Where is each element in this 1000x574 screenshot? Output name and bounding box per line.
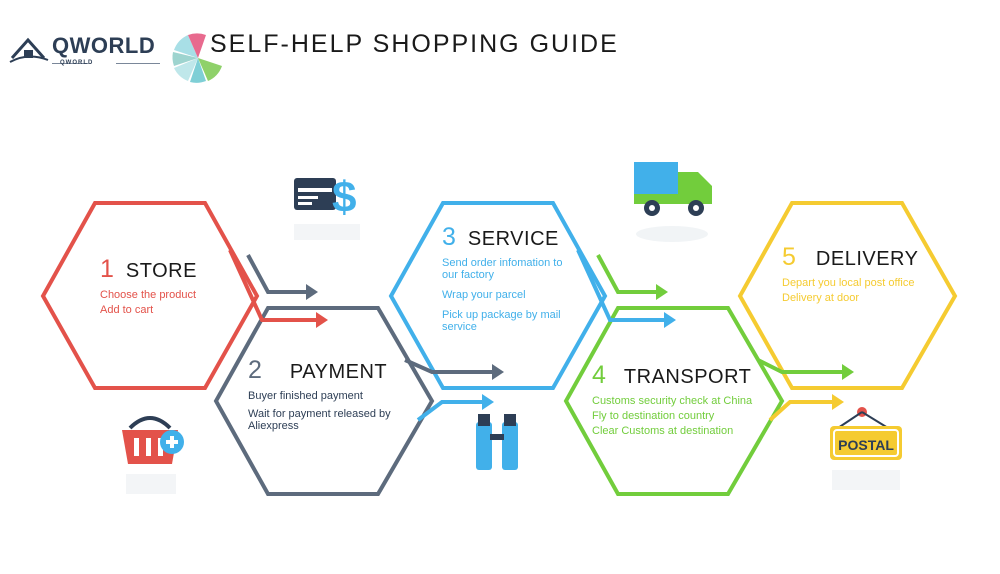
step-service: 3 SERVICE Send order infomation to our fa… (442, 224, 572, 333)
service-connector-lower (416, 400, 488, 422)
logo-divider-left (52, 63, 88, 64)
logo-subtext: QWORLD (60, 60, 94, 66)
step-number: 1 (100, 255, 114, 283)
step-number: 3 (442, 223, 456, 251)
service-connector-arrow (576, 249, 670, 322)
step-line: Wait for payment released by Aliexpress (248, 408, 391, 432)
store-arrowhead (316, 312, 328, 328)
step-line: Clear Customs at destination (592, 425, 734, 437)
step-line: Add to cart (100, 304, 154, 316)
store-hexagon (40, 201, 260, 390)
step-line: Choose the product (100, 289, 197, 301)
step-delivery: 5 DELIVERY Depart you local post office D… (782, 244, 942, 304)
step-line: Customs security check at China (592, 395, 753, 407)
step-line: Delivery at door (782, 292, 860, 304)
step-transport: 4 TRANSPORT Customs security check at Chi… (592, 362, 767, 437)
step-line: Buyer finished payment (248, 390, 363, 402)
store-connector-arrow (228, 249, 322, 322)
step-name: STORE (125, 260, 197, 282)
payment-hexagon (213, 306, 435, 496)
delivery-connector-lower (768, 400, 838, 422)
logo-divider-right (116, 63, 160, 64)
step-name: TRANSPORT (623, 366, 752, 388)
step-line: Wrap your parcel (442, 289, 526, 301)
qworld-house-icon (9, 37, 49, 63)
step-line: Pick up package by mail service (442, 309, 561, 333)
delivery-arrowhead-lower (832, 394, 844, 410)
credit-card-dollar-icon: $ (294, 173, 360, 240)
transport-connector-arrow (757, 358, 848, 374)
transport-arrowhead (842, 364, 854, 380)
step-name: SERVICE (467, 228, 559, 250)
color-fan-icon (172, 33, 222, 83)
service-arrowhead (664, 312, 676, 328)
step-name: DELIVERY (815, 248, 919, 270)
step-number: 5 (782, 243, 796, 271)
transport-arrowhead-upper (656, 284, 668, 300)
postal-sign-icon: POSTAL (830, 407, 902, 490)
shopping-basket-icon (122, 416, 184, 494)
packaging-icon (476, 414, 518, 470)
logo-name: QWORLD (52, 33, 156, 58)
step-number: 4 (592, 361, 606, 389)
payment-connector-upper (246, 254, 312, 294)
transport-hexagon (563, 306, 785, 496)
qworld-logo: QWORLD QWORLD (8, 30, 168, 70)
service-hexagon (388, 201, 608, 390)
service-arrowhead-lower (482, 394, 494, 410)
svg-text:$: $ (332, 173, 356, 222)
step-name: PAYMENT (289, 361, 388, 383)
delivery-hexagon (737, 201, 958, 390)
step-line: Depart you local post office (782, 277, 915, 289)
payment-arrowhead (492, 364, 504, 380)
payment-arrowhead-upper (306, 284, 318, 300)
step-store: 1 STORE Choose the product Add to cart (100, 256, 250, 316)
page-title: SELF-HELP SHOPPING GUIDE (210, 30, 619, 58)
transport-connector-upper (596, 254, 662, 294)
postal-label: POSTAL (838, 437, 894, 453)
delivery-truck-icon (634, 162, 712, 242)
step-line: Send order infomation to our factory (442, 257, 563, 281)
step-number: 2 (248, 356, 262, 384)
step-line: Fly to destination country (592, 410, 715, 422)
step-payment: 2 PAYMENT Buyer finished payment Wait for… (248, 357, 408, 432)
payment-connector-arrow (404, 358, 498, 374)
